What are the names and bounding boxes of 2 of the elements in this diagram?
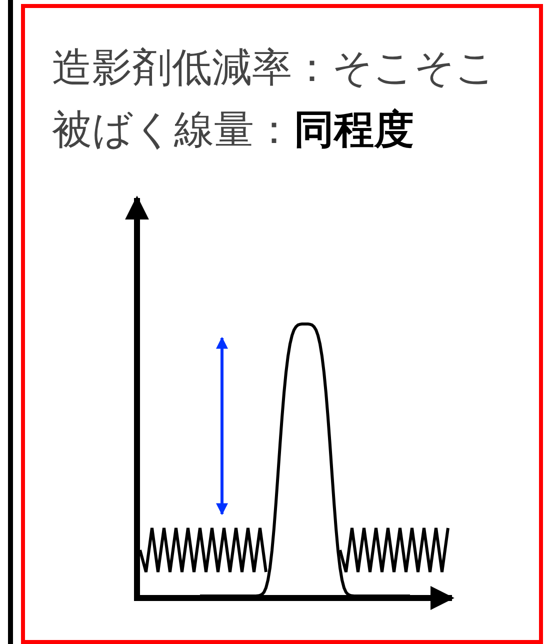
text-line: 造影剤低減率：そこそこ	[52, 44, 496, 92]
text-line: 被ばく線量：同程度	[52, 106, 414, 154]
